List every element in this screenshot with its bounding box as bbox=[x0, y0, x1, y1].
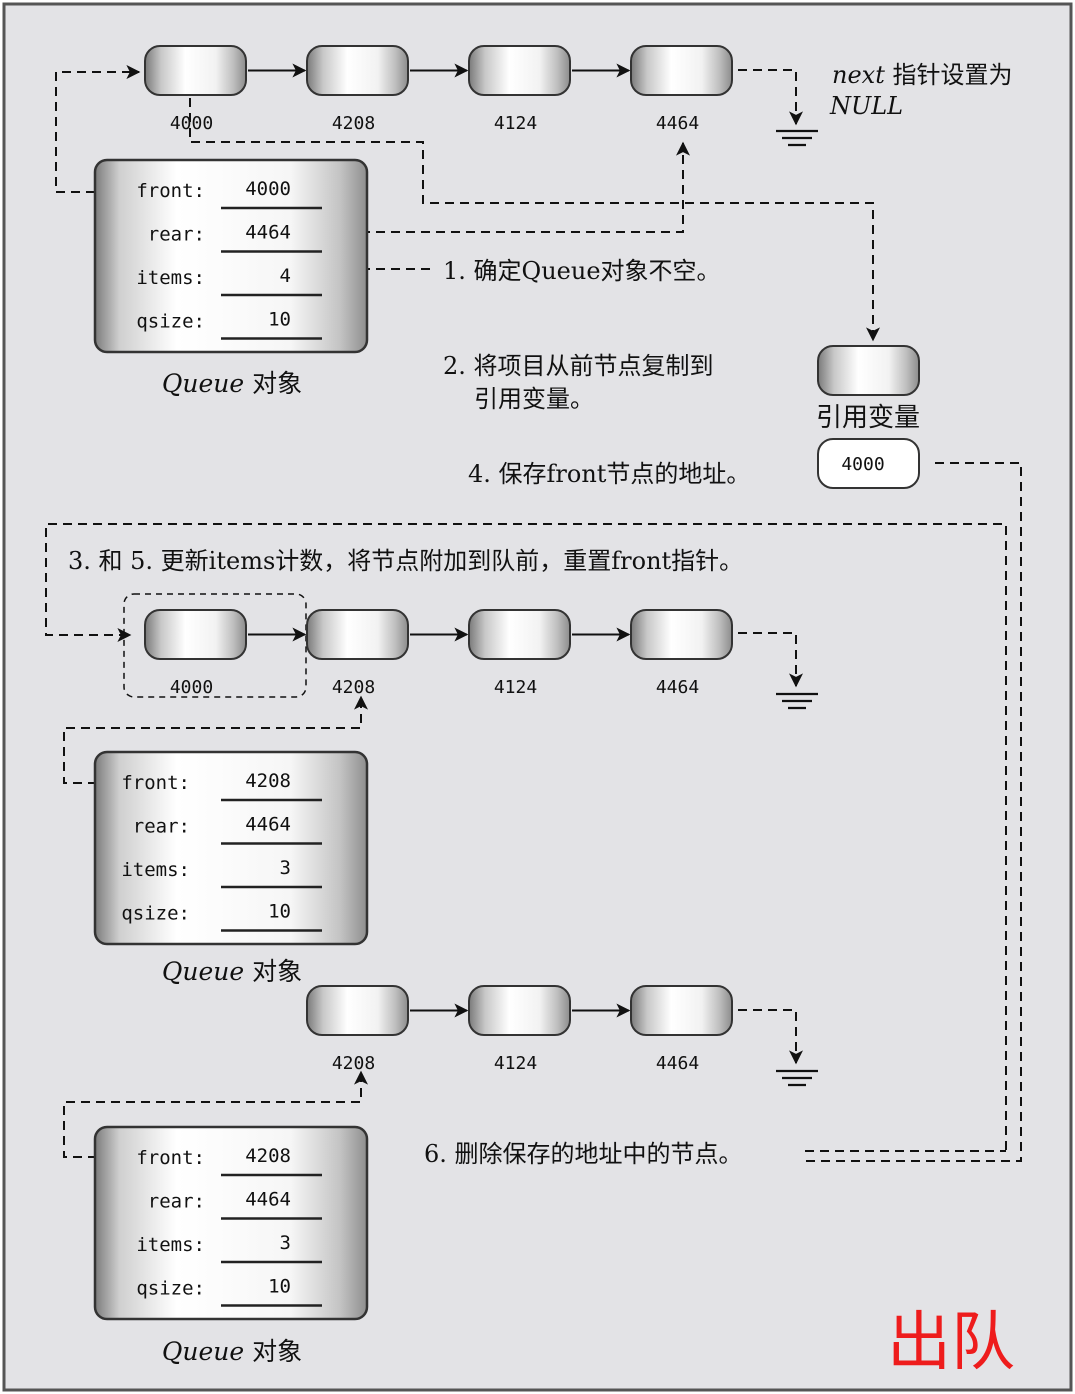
null-note: next 指针设置为 bbox=[832, 61, 1012, 89]
field-label: items: bbox=[136, 1234, 205, 1256]
saved-address-box bbox=[817, 438, 920, 489]
field-value: 4208 bbox=[245, 1145, 291, 1167]
field-label: items: bbox=[136, 267, 205, 289]
reattach-line bbox=[45, 523, 1007, 1150]
field-label: rear: bbox=[148, 1191, 205, 1213]
node-address-label: 4208 bbox=[332, 1053, 375, 1074]
field-value: 4464 bbox=[245, 222, 291, 244]
node-address-label: 4124 bbox=[494, 677, 537, 698]
reference-node bbox=[817, 345, 920, 396]
field-value: 4208 bbox=[245, 770, 291, 792]
front-pointer-line-bottom bbox=[63, 1070, 368, 1158]
reference-variable-label: 引用变量 bbox=[816, 403, 920, 433]
field-value: 3 bbox=[280, 1232, 291, 1254]
null-line-top bbox=[738, 69, 803, 126]
step35-text: 3. 和 5. 更新items计数，将节点附加到队前，重置front指针。 bbox=[68, 547, 743, 575]
front-pointer-line-middle bbox=[63, 695, 368, 784]
node-address-label: 4000 bbox=[170, 113, 213, 134]
step4-text: 4. 保存front节点的地址。 bbox=[468, 460, 750, 488]
step2-text-line2: 引用变量。 bbox=[474, 385, 594, 413]
list-node bbox=[468, 609, 571, 660]
node-address-label: 4464 bbox=[656, 677, 699, 698]
queue-object-top: front: 4000 rear: 4464 items: 4 qsize: 10 bbox=[93, 158, 369, 354]
field-label: qsize: bbox=[136, 311, 205, 333]
ground-null-icon bbox=[776, 692, 818, 710]
queue-caption-bottom: Queue 对象 bbox=[162, 1337, 302, 1366]
field-label: items: bbox=[121, 859, 190, 881]
null-note-line2: NULL bbox=[829, 92, 903, 120]
list-node bbox=[468, 985, 571, 1036]
copy-to-reference-line bbox=[189, 98, 880, 342]
node-address-label: 4208 bbox=[332, 677, 375, 698]
dequeued-node-outline bbox=[123, 593, 307, 698]
list-node bbox=[630, 985, 733, 1036]
saved-address-value: 4000 bbox=[841, 454, 884, 475]
step2-text: 2. 将项目从前节点复制到 bbox=[443, 352, 714, 380]
node-chain-top: 4000 4208 4124 4464 bbox=[144, 45, 733, 134]
queue-object-bottom: front: 4208 rear: 4464 items: 3 qsize: 10 bbox=[93, 1125, 369, 1321]
field-value: 4 bbox=[280, 265, 291, 287]
connectors bbox=[45, 65, 1022, 1162]
field-label: front: bbox=[136, 1147, 205, 1169]
list-node bbox=[468, 45, 571, 96]
list-node bbox=[630, 609, 733, 660]
node-address-label: 4464 bbox=[656, 1053, 699, 1074]
step1-text: 1. 确定Queue对象不空。 bbox=[443, 257, 721, 285]
list-node bbox=[144, 45, 247, 96]
step6-text: 6. 删除保存的地址中的节点。 bbox=[424, 1140, 743, 1168]
field-value: 4000 bbox=[245, 178, 291, 200]
saved-address-line bbox=[805, 462, 1022, 1162]
field-label: front: bbox=[136, 180, 205, 202]
null-line-bottom bbox=[738, 1009, 803, 1065]
queue-object-middle: front: 4208 rear: 4464 items: 3 qsize: 10 bbox=[93, 750, 369, 946]
node-address-label: 4124 bbox=[494, 113, 537, 134]
list-node bbox=[630, 45, 733, 96]
field-value: 4464 bbox=[245, 814, 291, 836]
node-address-label: 4124 bbox=[494, 1053, 537, 1074]
field-label: front: bbox=[121, 772, 190, 794]
node-address-label: 4000 bbox=[170, 677, 213, 698]
field-value: 10 bbox=[268, 309, 291, 331]
field-value: 10 bbox=[268, 901, 291, 923]
list-node bbox=[306, 45, 409, 96]
list-node bbox=[144, 609, 247, 660]
node-chain-middle: 4000 4208 4124 4464 bbox=[144, 609, 733, 698]
field-value: 4464 bbox=[245, 1189, 291, 1211]
front-pointer-line-top bbox=[55, 65, 141, 193]
field-label: rear: bbox=[148, 224, 205, 246]
field-label: rear: bbox=[133, 816, 190, 838]
page-title: 出队 bbox=[887, 1306, 1015, 1380]
queue-caption-middle: Queue 对象 bbox=[162, 957, 302, 986]
node-address-label: 4464 bbox=[656, 113, 699, 134]
list-node bbox=[306, 985, 409, 1036]
node-address-label: 4208 bbox=[332, 113, 375, 134]
node-chain-bottom: 4208 4124 4464 bbox=[306, 985, 733, 1074]
null-line-middle bbox=[738, 632, 803, 688]
list-node bbox=[306, 609, 409, 660]
ground-null-icon bbox=[776, 129, 818, 147]
field-value: 3 bbox=[280, 857, 291, 879]
ground-null-icon bbox=[776, 1069, 818, 1087]
rear-pointer-line-top bbox=[316, 141, 690, 233]
queue-caption-top: Queue 对象 bbox=[162, 369, 302, 398]
field-label: qsize: bbox=[136, 1278, 205, 1300]
field-label: qsize: bbox=[121, 903, 190, 925]
field-value: 10 bbox=[268, 1276, 291, 1298]
